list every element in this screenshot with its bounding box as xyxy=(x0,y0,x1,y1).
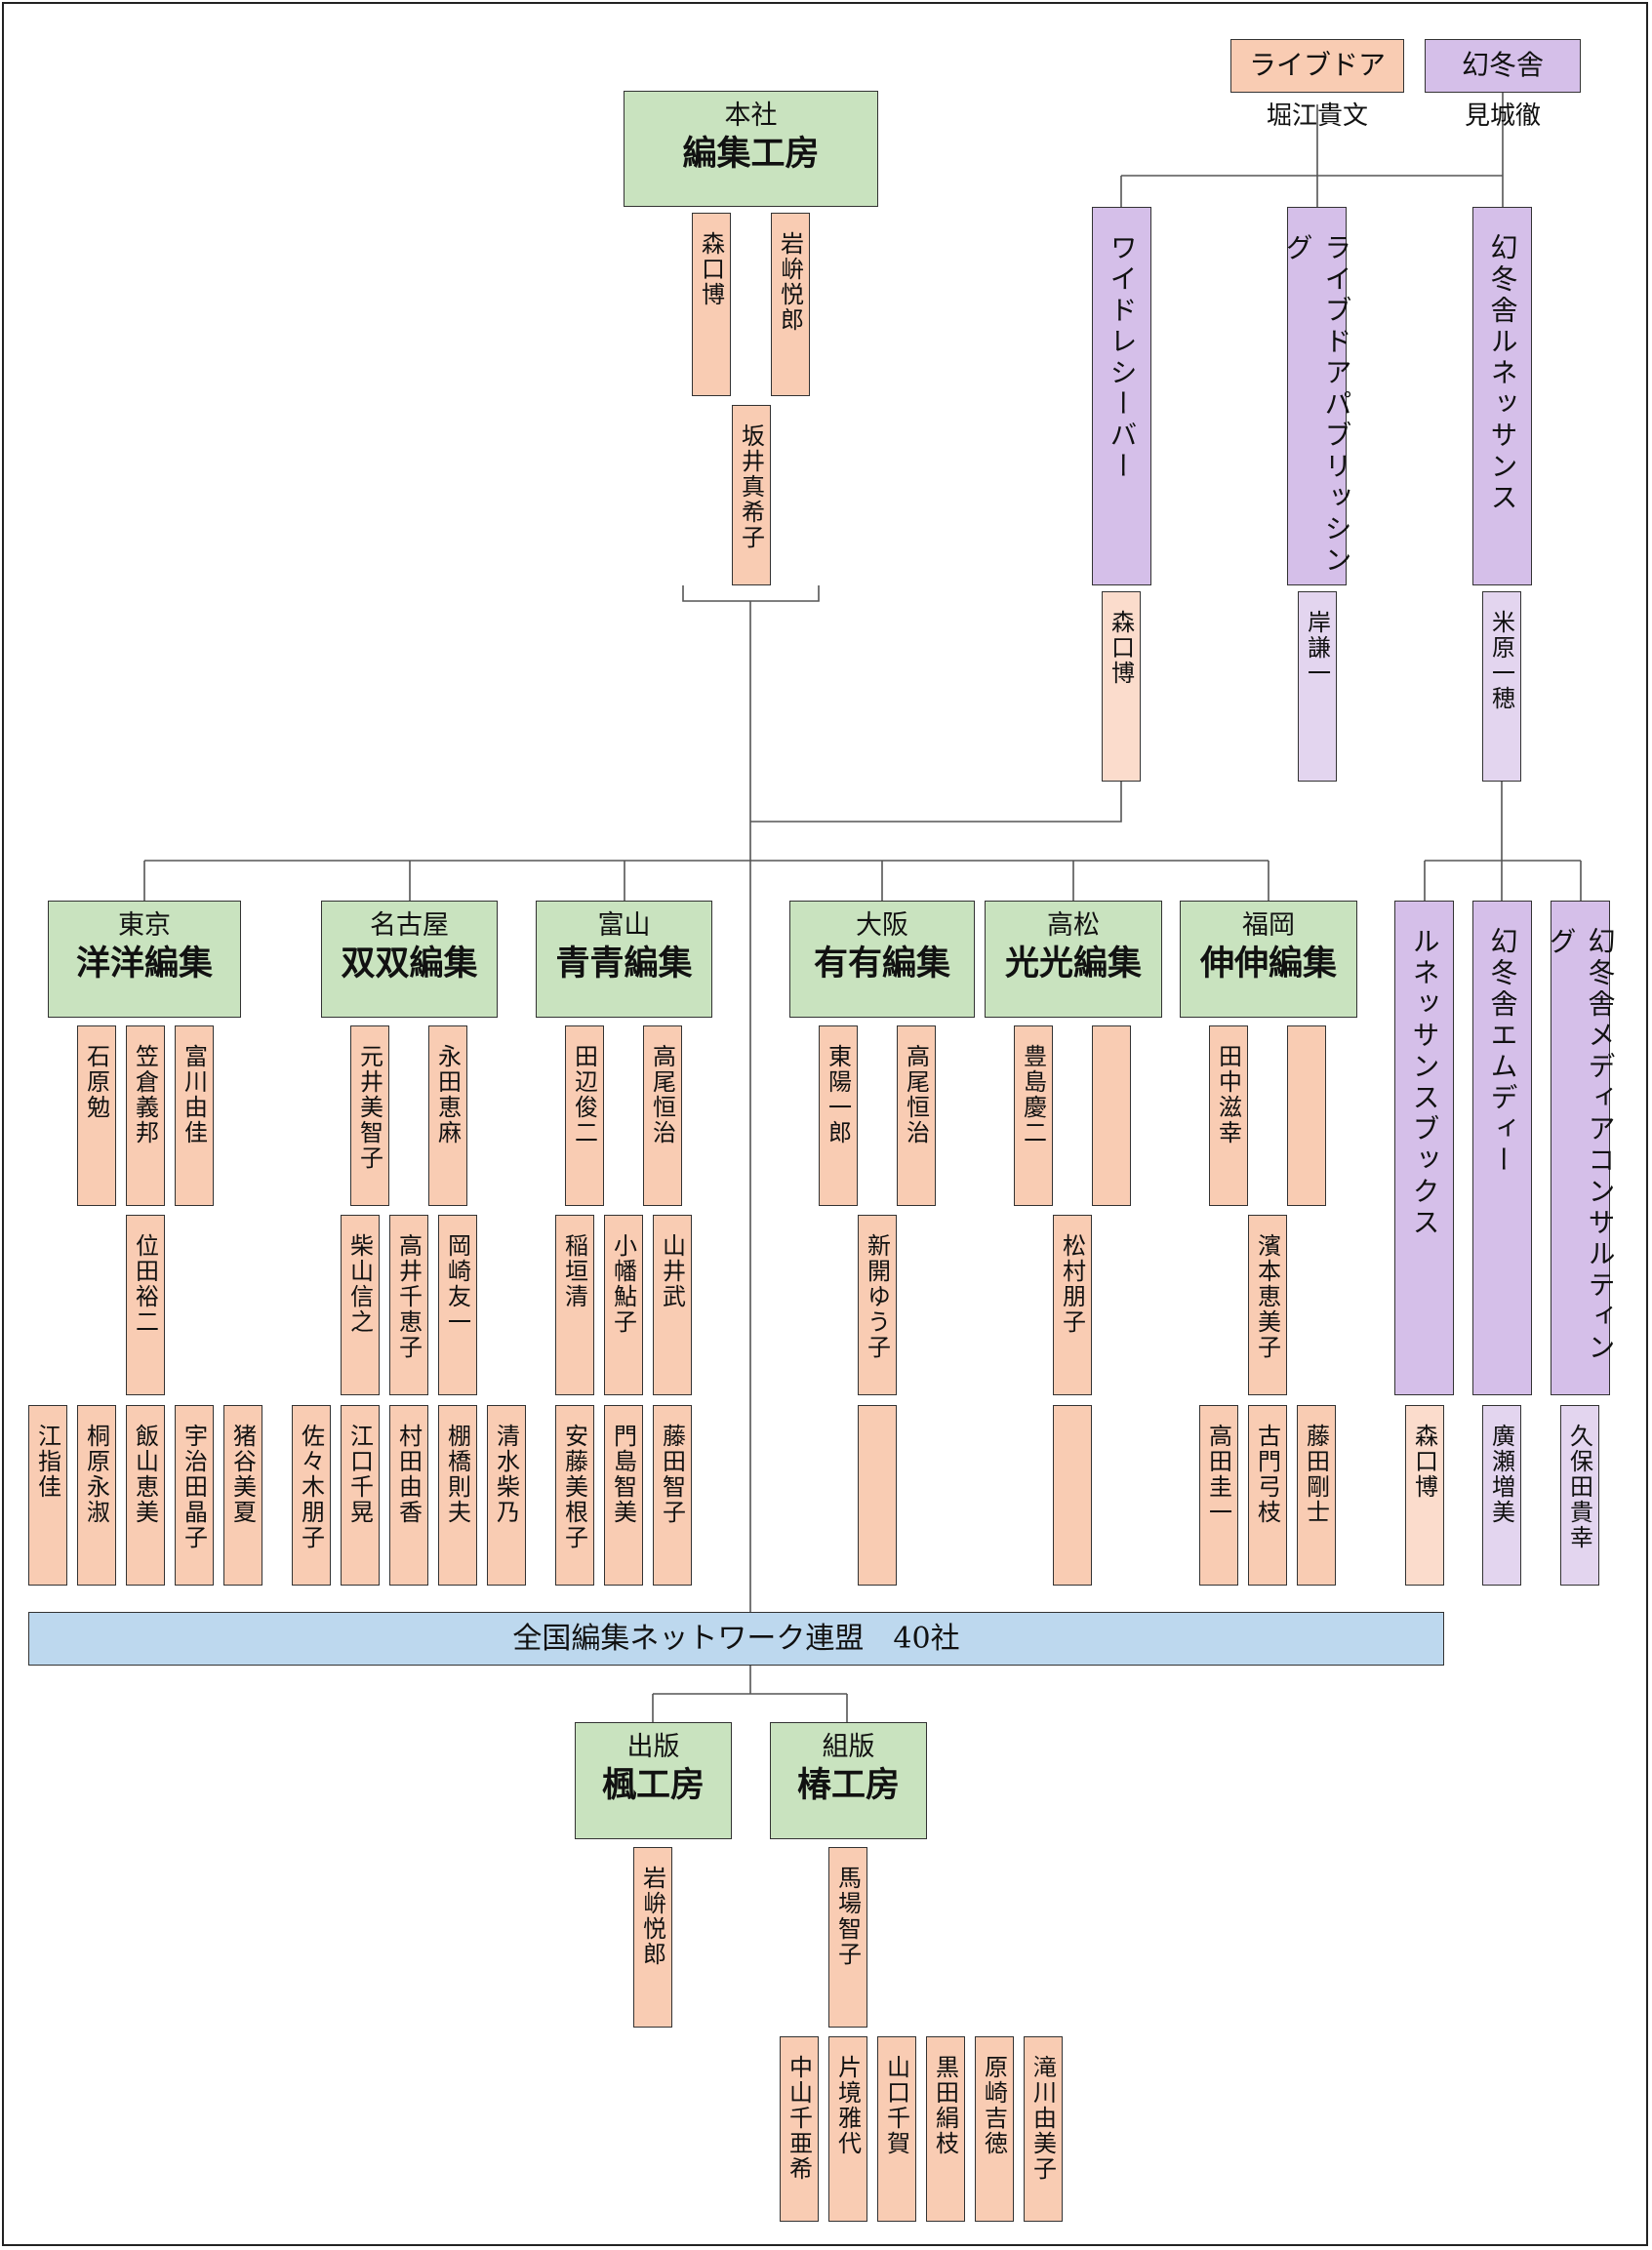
person: 安藤美根子 xyxy=(555,1405,594,1586)
person: 藤田剛士 xyxy=(1297,1405,1336,1586)
ren-child-person: 久保田貴幸 xyxy=(1560,1405,1599,1586)
person: 東陽一郎 xyxy=(819,1025,858,1206)
person: 飯山恵美 xyxy=(126,1405,165,1586)
person: 江指佳 xyxy=(28,1405,67,1586)
person: 宇治田晶子 xyxy=(175,1405,214,1586)
sub-wide-receiver: ワイドレシーバー xyxy=(1092,207,1151,585)
owner-gentosha: 幻冬舎 xyxy=(1425,39,1581,93)
person: 笠倉義邦 xyxy=(126,1025,165,1206)
person: 桐原永淑 xyxy=(77,1405,116,1586)
person: 猪谷美夏 xyxy=(223,1405,262,1586)
hq-box: 本社 編集工房 xyxy=(624,91,878,207)
person-empty xyxy=(1053,1405,1092,1586)
person: 高田圭一 xyxy=(1199,1405,1238,1586)
person: 村田由香 xyxy=(389,1405,428,1586)
person: 富川由佳 xyxy=(175,1025,214,1206)
sub-gentosha-renaissance: 幻冬舎ルネッサンス xyxy=(1472,207,1532,585)
hq-person: 岩峅悦郎 xyxy=(771,213,810,396)
person: 古門弓枝 xyxy=(1248,1405,1287,1586)
person: 高尾恒治 xyxy=(897,1025,936,1206)
person: 岡崎友一 xyxy=(438,1215,477,1395)
person: 田中滋幸 xyxy=(1209,1025,1248,1206)
ren-child-consult: 幻冬舎メディアコンサルティング xyxy=(1546,901,1617,1395)
person: 元井美智子 xyxy=(350,1025,389,1206)
person: 高尾恒治 xyxy=(643,1025,682,1206)
org-tsubaki: 組版椿工房 xyxy=(770,1722,927,1839)
person-empty xyxy=(858,1405,897,1586)
person: 馬場智子 xyxy=(828,1847,867,2028)
ren-child-books: ルネッサンスブックス xyxy=(1394,901,1454,1395)
person: 田辺俊二 xyxy=(565,1025,604,1206)
person: 岩峅悦郎 xyxy=(633,1847,672,2028)
branch-toyama: 富山青青編集 xyxy=(536,901,712,1018)
person: 位田裕二 xyxy=(126,1215,165,1395)
person: 豊島慶二 xyxy=(1014,1025,1053,1206)
person: 石原勉 xyxy=(77,1025,116,1206)
sub-person: 岸謙一 xyxy=(1298,591,1337,782)
network-bar: 全国編集ネットワーク連盟 40社 xyxy=(28,1612,1444,1666)
person: 藤田智子 xyxy=(653,1405,692,1586)
person: 柴山信之 xyxy=(341,1215,380,1395)
person: 佐々木朋子 xyxy=(292,1405,331,1586)
person: 山井武 xyxy=(653,1215,692,1395)
person: 片境雅代 xyxy=(828,2036,867,2222)
owner-livedoor: ライブドア xyxy=(1230,39,1404,93)
org-kaede: 出版楓工房 xyxy=(575,1722,732,1839)
person: 松村朋子 xyxy=(1053,1215,1092,1395)
person: 稲垣清 xyxy=(555,1215,594,1395)
person: 濱本恵美子 xyxy=(1248,1215,1287,1395)
branch-osaka: 大阪有有編集 xyxy=(789,901,975,1018)
branch-nagoya: 名古屋双双編集 xyxy=(321,901,498,1018)
person: 永田恵麻 xyxy=(428,1025,467,1206)
owner-gentosha-person: 見城徹 xyxy=(1464,101,1541,131)
hq-person: 森口博 xyxy=(692,213,731,396)
owner-livedoor-person: 堀江貴文 xyxy=(1266,101,1368,131)
person: 黒田絹枝 xyxy=(926,2036,965,2222)
ren-child-md: 幻冬舎エムディー xyxy=(1472,901,1532,1395)
branch-tokyo: 東京洋洋編集 xyxy=(48,901,241,1018)
person: 門島智美 xyxy=(604,1405,643,1586)
person: 棚橋則夫 xyxy=(438,1405,477,1586)
sub-livedoor-publishing: ライブドアパブリッシング xyxy=(1282,207,1353,585)
person: 江口千晃 xyxy=(341,1405,380,1586)
ren-child-person: 廣瀬増美 xyxy=(1482,1405,1521,1586)
person: 新開ゆう子 xyxy=(858,1215,897,1395)
sub-person: 米原一穂 xyxy=(1482,591,1521,782)
hq-person: 坂井真希子 xyxy=(732,405,771,585)
person-empty xyxy=(1092,1025,1131,1206)
person: 高井千恵子 xyxy=(389,1215,428,1395)
person: 山口千賀 xyxy=(877,2036,916,2222)
person: 原崎吉徳 xyxy=(975,2036,1014,2222)
branch-takamatsu: 高松光光編集 xyxy=(985,901,1162,1018)
person: 中山千亜希 xyxy=(780,2036,819,2222)
ren-child-person: 森口博 xyxy=(1405,1405,1444,1586)
sub-person: 森口博 xyxy=(1102,591,1141,782)
person: 滝川由美子 xyxy=(1024,2036,1063,2222)
person: 小幡鮎子 xyxy=(604,1215,643,1395)
person-empty xyxy=(1287,1025,1326,1206)
person: 清水柴乃 xyxy=(487,1405,526,1586)
branch-fukuoka: 福岡伸伸編集 xyxy=(1180,901,1357,1018)
